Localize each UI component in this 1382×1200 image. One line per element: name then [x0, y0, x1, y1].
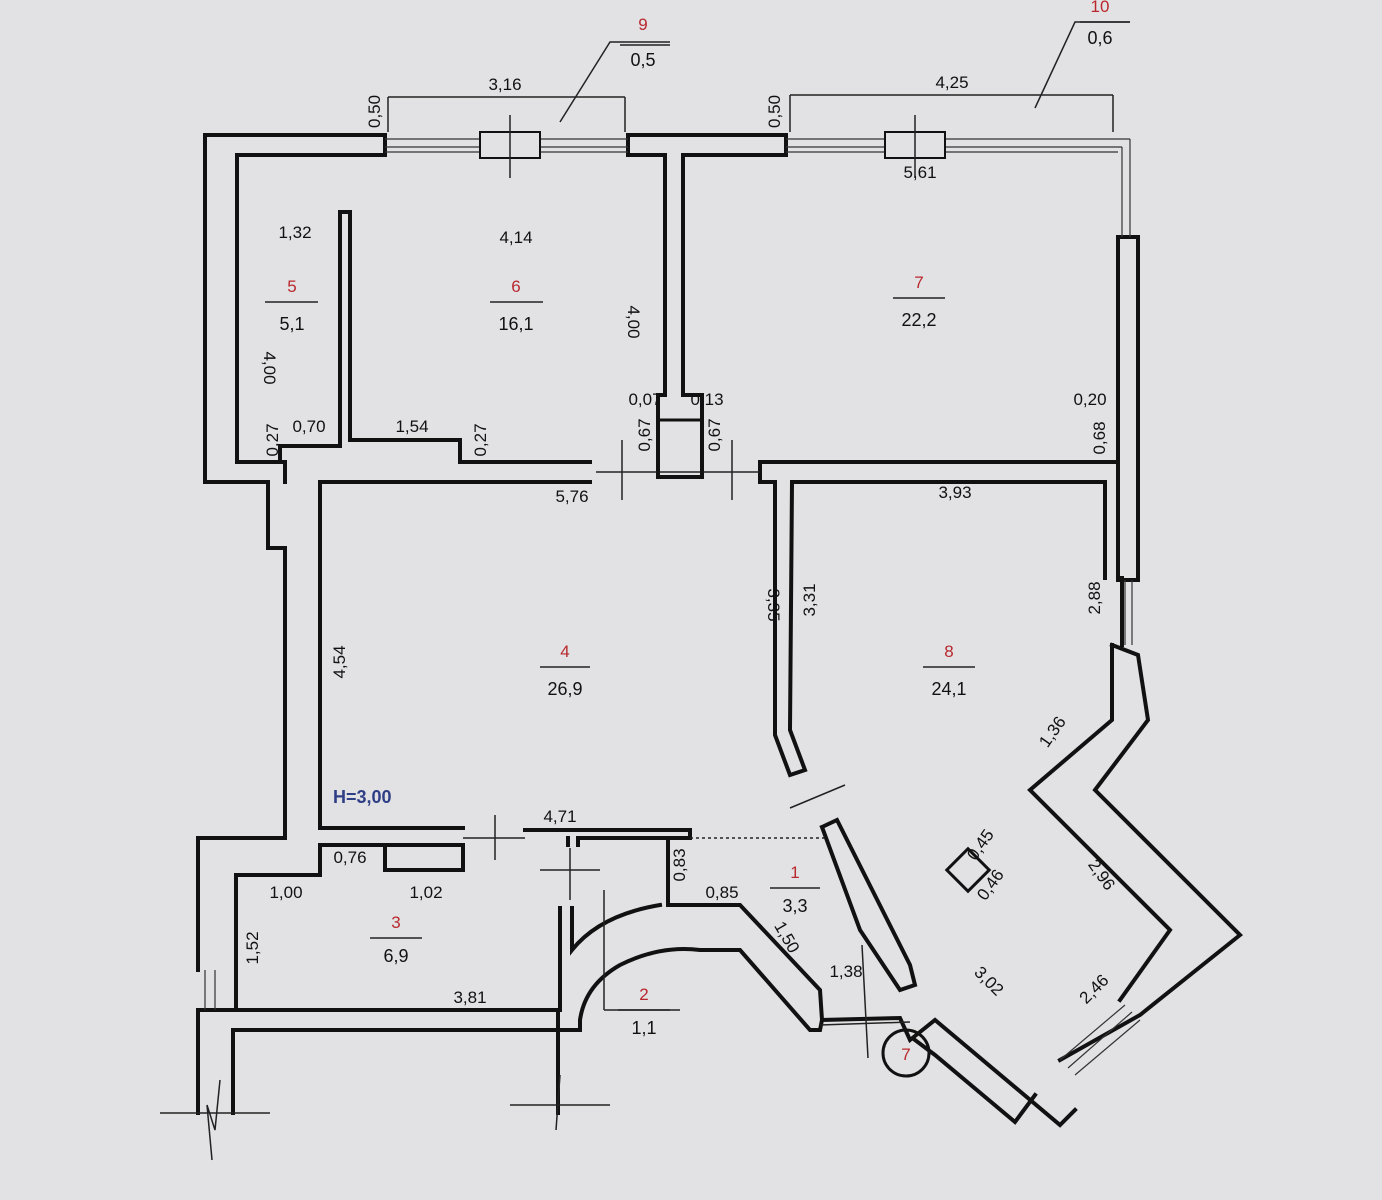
dimension-label: 3,81	[453, 988, 486, 1007]
room-2-number: 2	[639, 985, 648, 1004]
room-7-area: 22,2	[901, 310, 936, 330]
dimension-label: 0,20	[1073, 390, 1106, 409]
room-10-area: 0,6	[1087, 28, 1112, 48]
room-5-number: 5	[287, 277, 296, 296]
room-8-number: 8	[944, 642, 953, 661]
dimension-label: 0,07	[628, 390, 661, 409]
dimension-label: 4,00	[624, 305, 643, 338]
dimension-label: 5,61	[903, 163, 936, 182]
room-8-area: 24,1	[931, 679, 966, 699]
room-3-area: 6,9	[383, 946, 408, 966]
dimension-label: 1,02	[409, 883, 442, 902]
dimension-label: 2,88	[1085, 581, 1104, 614]
dimension-label: 0,50	[365, 95, 384, 128]
dimension-label: 1,38	[829, 962, 862, 981]
room-9-number: 9	[638, 15, 647, 34]
dimension-label: 1,50	[770, 918, 803, 956]
dimension-label: 3,35	[764, 588, 783, 621]
dimension-label: 3,16	[488, 75, 521, 94]
dimension-label: 4,71	[543, 807, 576, 826]
dimension-label: 0,27	[263, 423, 282, 456]
walls	[196, 133, 1243, 1128]
dimension-label: 0,76	[333, 848, 366, 867]
dimension-labels: 3,16 0,50 4,25 0,50 5,61 1,32 4,14 4,00 …	[243, 73, 1119, 1008]
dimension-label: 2,46	[1076, 971, 1113, 1008]
dimension-label: 0,68	[1090, 421, 1109, 454]
dimension-label: 0,83	[670, 848, 689, 881]
dimension-label: 2,96	[1084, 856, 1119, 894]
dimension-label: 1,36	[1035, 713, 1070, 751]
dimension-label: 0,45	[963, 826, 998, 864]
dimension-label: 0,50	[765, 95, 784, 128]
dimension-label: 1,52	[243, 931, 262, 964]
windows	[204, 115, 1141, 1076]
dimension-label: 5,76	[555, 487, 588, 506]
dimension-label: 3,31	[800, 583, 819, 616]
dimension-label: 4,14	[499, 228, 532, 247]
room-1-number: 1	[790, 863, 799, 882]
room-5-area: 5,1	[279, 314, 304, 334]
dimension-label: 3,02	[970, 963, 1007, 1000]
dimension-label: 1,32	[278, 223, 311, 242]
room-1-area: 3,3	[782, 896, 807, 916]
room-10-number: 10	[1091, 0, 1110, 16]
dimension-label: 0,70	[292, 417, 325, 436]
dimension-label: 4,00	[260, 351, 279, 384]
dimension-label: 1,00	[269, 883, 302, 902]
dimension-label: 0,46	[973, 866, 1008, 904]
dimension-label: 0,85	[705, 883, 738, 902]
room-6-number: 6	[511, 277, 520, 296]
dimension-label: 0,67	[635, 418, 654, 451]
dimension-label: 0,13	[690, 390, 723, 409]
room-3-number: 3	[391, 913, 400, 932]
room-7-number: 7	[914, 273, 923, 292]
room-2-area: 1,1	[631, 1018, 656, 1038]
room-6-area: 16,1	[498, 314, 533, 334]
orientation-marker: 7	[881, 1028, 931, 1078]
ceiling-height-label: H=3,00	[333, 787, 392, 807]
dimension-label: 4,25	[935, 73, 968, 92]
room-4-number: 4	[560, 642, 569, 661]
room-4-area: 26,9	[547, 679, 582, 699]
room-9-area: 0,5	[630, 50, 655, 70]
room-labels: 5 5,1 6 16,1 7 22,2 4 26,9 8 24,1 3 6,9 …	[279, 0, 1112, 1038]
marker-label: 7	[901, 1045, 910, 1064]
dimension-label: 4,54	[330, 645, 349, 678]
dimension-label: 3,93	[938, 483, 971, 502]
dimension-label: 0,27	[471, 423, 490, 456]
dimension-label: 0,67	[705, 418, 724, 451]
dimension-label: 1,54	[395, 417, 428, 436]
dimension-lines	[160, 21, 1130, 1161]
